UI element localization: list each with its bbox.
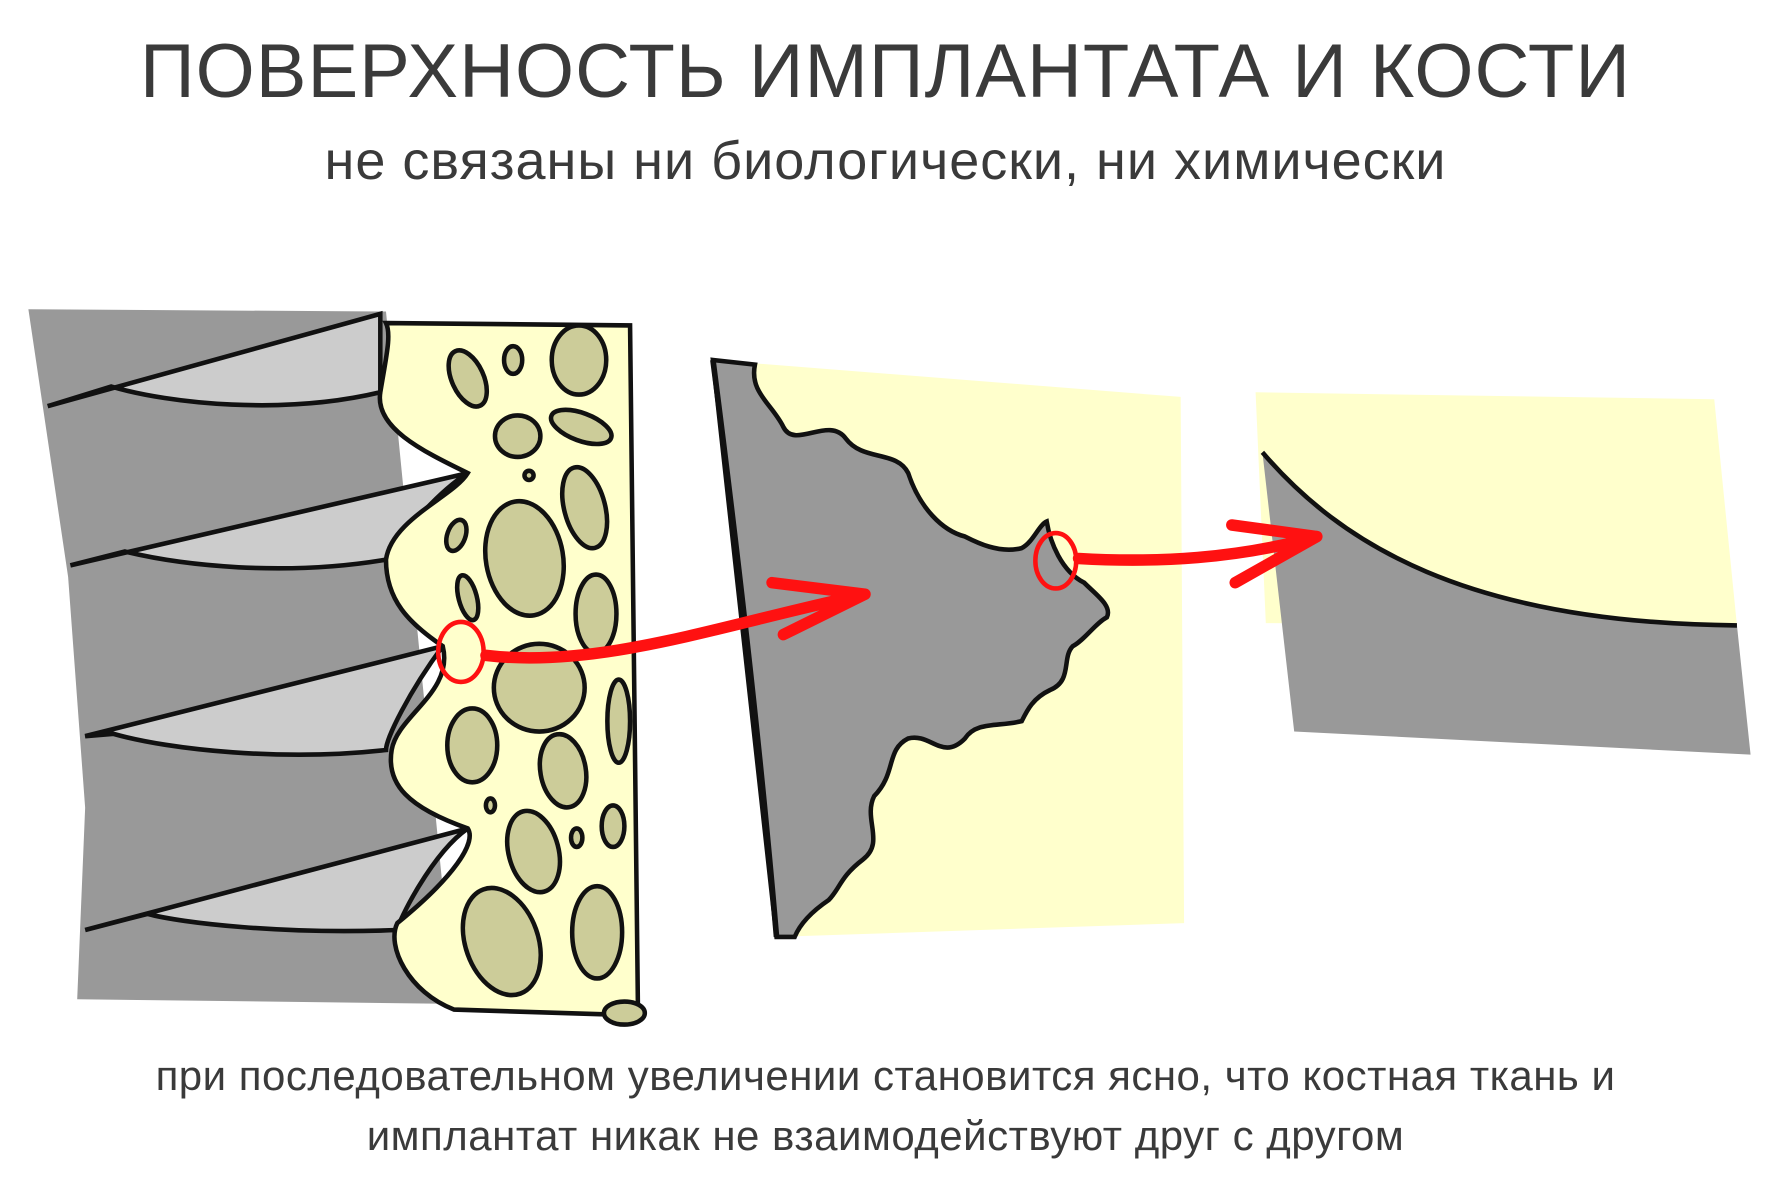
- caption-line-1: при последовательном увеличении становит…: [155, 1052, 1616, 1099]
- implant-thread-tip: [710, 357, 1111, 940]
- implant-surface: [1262, 452, 1751, 755]
- implant-body: [28, 309, 455, 1004]
- implant-threads: [47, 310, 470, 934]
- zoom-arrow-2: [1072, 519, 1323, 589]
- trabeculae: [443, 323, 648, 1027]
- zoom-arrow-1: [480, 576, 871, 664]
- implant-edge: [710, 359, 780, 938]
- panel-highest-magnification: [1255, 392, 1751, 755]
- panel-implant-bone: [28, 309, 648, 1027]
- panel-magnified-thread: [710, 357, 1185, 940]
- subtitle: не связаны ни биологически, ни химически: [324, 131, 1447, 191]
- title: ПОВЕРХНОСТЬ ИМПЛАНТАТА И КОСТИ: [140, 29, 1631, 114]
- caption-line-2: имплантат никак не взаимодействуют друг …: [366, 1112, 1405, 1159]
- zoom-arrows: [435, 519, 1323, 685]
